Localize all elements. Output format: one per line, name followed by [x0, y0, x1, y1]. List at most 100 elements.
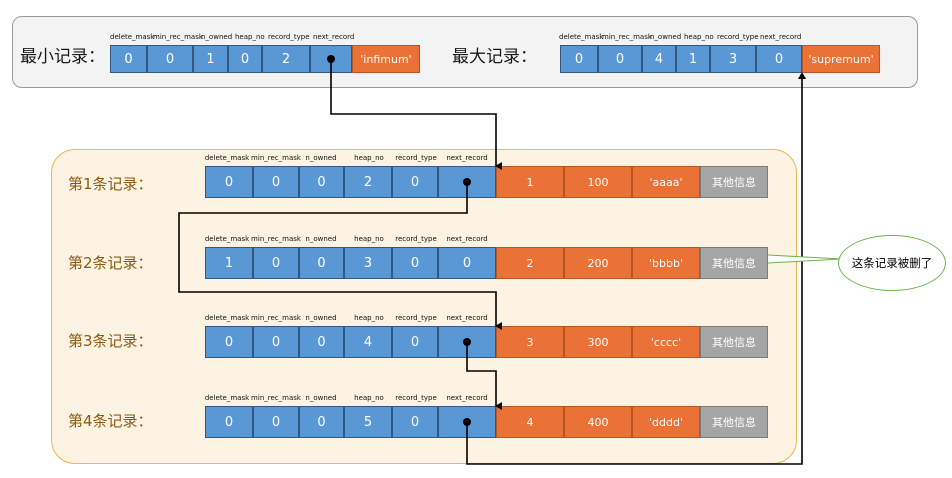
data-cell-value: 300: [564, 326, 632, 358]
header-delete-mask: delete_mask: [204, 235, 250, 243]
infimum-label: 最小记录：: [20, 47, 105, 67]
min-rec-mask-cell: 0: [253, 326, 299, 358]
record-label: 第2条记录：: [68, 254, 153, 272]
supremum-data-cell: 'supremum': [802, 45, 880, 73]
n-owned-cell: 0: [299, 166, 344, 198]
header-heap-no: heap_no: [354, 235, 384, 243]
other-info-cell: 其他信息: [700, 406, 768, 438]
infimum-record-type-cell: 2: [262, 45, 310, 73]
header-next-record: next_record: [446, 394, 488, 402]
header-record-type: record_type: [395, 154, 437, 162]
callout-tail: [767, 254, 843, 264]
header-heap-no: heap_no: [354, 314, 384, 322]
header-heap-no: heap_no: [354, 394, 384, 402]
header-min-rec-mask: min_rec_mask: [251, 235, 301, 243]
infimum-header-min-rec-mask: min_rec_mask: [153, 33, 203, 41]
n-owned-cell: 0: [299, 406, 344, 438]
n-owned-cell: 0: [299, 247, 344, 279]
header-record-type: record_type: [395, 235, 437, 243]
infimum-data-cell: 'infimum': [352, 45, 420, 73]
supremum-heap-no-cell: 1: [676, 45, 710, 73]
supremum-next-record-cell: 0: [756, 45, 802, 73]
infimum-header-n-owned: n_owned: [201, 33, 233, 41]
header-next-record: next_record: [446, 235, 488, 243]
deleted-record-callout: 这条记录被删了: [838, 235, 946, 291]
record-type-cell: 0: [392, 406, 438, 438]
header-next-record: next_record: [446, 154, 488, 162]
heap-no-cell: 4: [344, 326, 392, 358]
data-cell-value: 200: [564, 247, 632, 279]
header-next-record: next_record: [446, 314, 488, 322]
data-cell-value: 100: [564, 166, 632, 198]
header-delete-mask: delete_mask: [204, 394, 250, 402]
record-type-cell: 0: [392, 166, 438, 198]
heap-no-cell: 2: [344, 166, 392, 198]
delete-mask-cell: 0: [205, 326, 253, 358]
delete-mask-cell: 0: [205, 406, 253, 438]
header-n-owned: n_owned: [305, 235, 337, 243]
header-n-owned: n_owned: [305, 394, 337, 402]
supremum-header-n-owned: n_owned: [650, 33, 682, 41]
record-label: 第3条记录：: [68, 332, 153, 350]
supremum-n-owned-cell: 4: [642, 45, 676, 73]
header-record-type: record_type: [395, 314, 437, 322]
supremum-record-type-cell: 3: [710, 45, 756, 73]
delete-mask-cell: 0: [205, 166, 253, 198]
header-min-rec-mask: min_rec_mask: [251, 154, 301, 162]
n-owned-cell: 0: [299, 326, 344, 358]
supremum-delete-mask-cell: 0: [560, 45, 598, 73]
infimum-heap-no-cell: 0: [228, 45, 262, 73]
supremum-header-min-rec-mask: min_rec_mask: [602, 33, 652, 41]
infimum-header-record-type: record_type: [268, 33, 310, 41]
record-label: 第1条记录：: [68, 175, 153, 193]
header-n-owned: n_owned: [305, 314, 337, 322]
data-cell-text: 'bbbb': [632, 247, 700, 279]
supremum-label: 最大记录：: [452, 47, 537, 67]
infimum-delete-mask-cell: 0: [110, 45, 147, 73]
data-cell-id: 1: [496, 166, 564, 198]
supremum-min-rec-mask-cell: 0: [598, 45, 642, 73]
supremum-header-record-type: record_type: [717, 33, 759, 41]
record-label: 第4条记录：: [68, 412, 153, 430]
data-cell-text: 'aaaa': [632, 166, 700, 198]
next-record-cell: 0: [438, 247, 496, 279]
supremum-header-next-record: next_record: [760, 33, 802, 41]
min-rec-mask-cell: 0: [253, 247, 299, 279]
other-info-cell: 其他信息: [700, 326, 768, 358]
data-cell-text: 'dddd': [632, 406, 700, 438]
supremum-header-heap-no: heap_no: [684, 33, 714, 41]
infimum-header-heap-no: heap_no: [235, 33, 265, 41]
header-min-rec-mask: min_rec_mask: [251, 314, 301, 322]
infimum-header-next-record: next_record: [313, 33, 355, 41]
data-cell-text: 'cccc': [632, 326, 700, 358]
data-cell-value: 400: [564, 406, 632, 438]
infimum-min-rec-mask-cell: 0: [147, 45, 193, 73]
header-n-owned: n_owned: [305, 154, 337, 162]
link-record-3-to-record-4: [466, 342, 502, 410]
record-type-cell: 0: [392, 247, 438, 279]
link-record-4-to-supremum: [466, 72, 806, 465]
other-info-cell: 其他信息: [700, 247, 768, 279]
heap-no-cell: 3: [344, 247, 392, 279]
infimum-header-delete-mask: delete_mask: [110, 33, 155, 41]
header-heap-no: heap_no: [354, 154, 384, 162]
header-record-type: record_type: [395, 394, 437, 402]
data-cell-id: 4: [496, 406, 564, 438]
link-record-1-to-record-3: [178, 182, 502, 330]
header-delete-mask: delete_mask: [204, 314, 250, 322]
supremum-header-delete-mask: delete_mask: [559, 33, 604, 41]
heap-no-cell: 5: [344, 406, 392, 438]
infimum-n-owned-cell: 1: [193, 45, 228, 73]
header-min-rec-mask: min_rec_mask: [251, 394, 301, 402]
other-info-cell: 其他信息: [700, 166, 768, 198]
data-cell-id: 2: [496, 247, 564, 279]
record-type-cell: 0: [392, 326, 438, 358]
header-delete-mask: delete_mask: [204, 154, 250, 162]
delete-mask-cell: 1: [205, 247, 253, 279]
data-cell-id: 3: [496, 326, 564, 358]
link-infimum-to-record-1: [330, 59, 502, 170]
min-rec-mask-cell: 0: [253, 166, 299, 198]
min-rec-mask-cell: 0: [253, 406, 299, 438]
